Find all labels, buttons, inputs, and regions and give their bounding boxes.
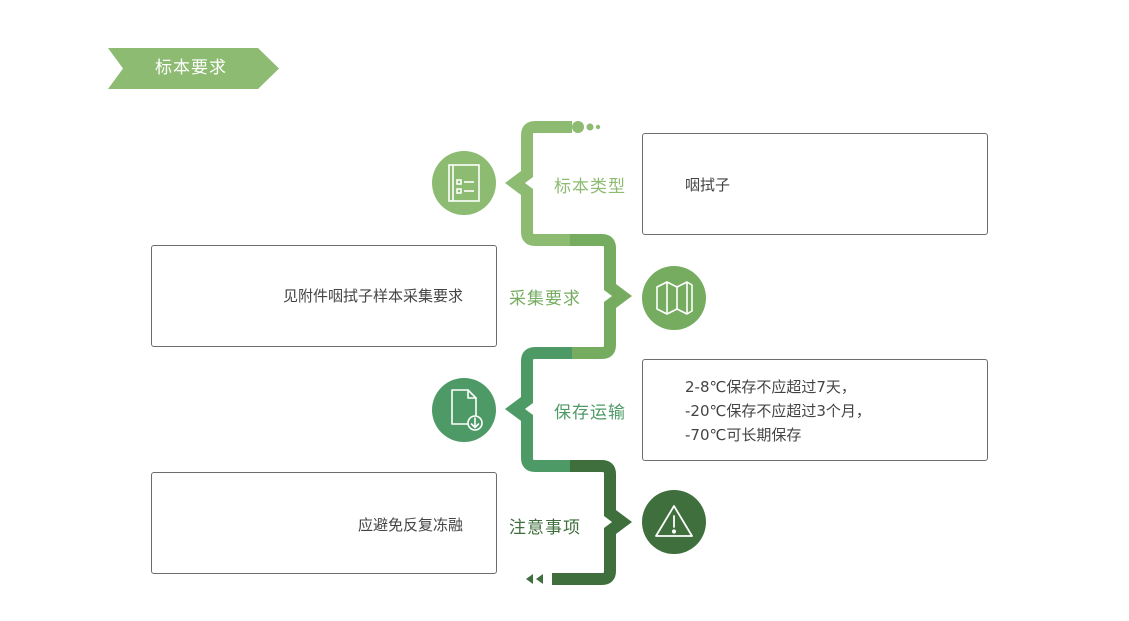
step-4-content-line-1: 应避免反复冻融 bbox=[357, 516, 463, 534]
step-4-label: 注意事项 bbox=[509, 518, 581, 538]
end-arrow-head-1 bbox=[526, 574, 533, 584]
start-dot-medium bbox=[586, 123, 594, 131]
step-1-content-box: 咽拭子 bbox=[642, 133, 988, 235]
page-title: 标本要求 bbox=[155, 58, 227, 78]
step-3-content-line-3: -70℃可长期保存 bbox=[685, 426, 802, 444]
step-1-content-line-1: 咽拭子 bbox=[685, 176, 731, 194]
step-1-label: 标本类型 bbox=[554, 177, 626, 197]
step-3-icon-circle bbox=[432, 378, 496, 442]
header-ribbon bbox=[108, 48, 279, 89]
step-2-icon-circle bbox=[642, 266, 706, 330]
start-dot-large bbox=[572, 121, 584, 133]
start-dot-small bbox=[595, 124, 601, 130]
step-2-label: 采集要求 bbox=[509, 289, 581, 309]
step-3-content-line-1: 2-8℃保存不应超过7天， bbox=[685, 378, 856, 396]
step-2-content-line-1: 见附件咽拭子样本采集要求 bbox=[282, 287, 463, 305]
step-4-icon-circle bbox=[642, 490, 706, 554]
step-2-content-box: 见附件咽拭子样本采集要求 bbox=[151, 245, 497, 347]
connector-segment-1 bbox=[505, 121, 572, 246]
step-4-content-box: 应避免反复冻融 bbox=[151, 472, 497, 574]
step-3-label: 保存运输 bbox=[554, 403, 626, 423]
step-3-content-line-2: -20℃保存不应超过3个月， bbox=[685, 402, 871, 420]
warning-icon bbox=[655, 505, 693, 537]
document-download-icon bbox=[451, 389, 483, 431]
end-arrow-head-2 bbox=[536, 574, 543, 584]
connector-segment-4 bbox=[552, 460, 632, 585]
connector-segment-3 bbox=[505, 347, 572, 472]
connector-segment-2 bbox=[570, 234, 632, 359]
step-1-icon-circle bbox=[432, 151, 496, 215]
step-3-content-box: 2-8℃保存不应超过7天， -20℃保存不应超过3个月， -70℃可长期保存 bbox=[642, 359, 988, 461]
folded-map-icon bbox=[656, 281, 693, 315]
checklist-icon bbox=[448, 164, 480, 202]
